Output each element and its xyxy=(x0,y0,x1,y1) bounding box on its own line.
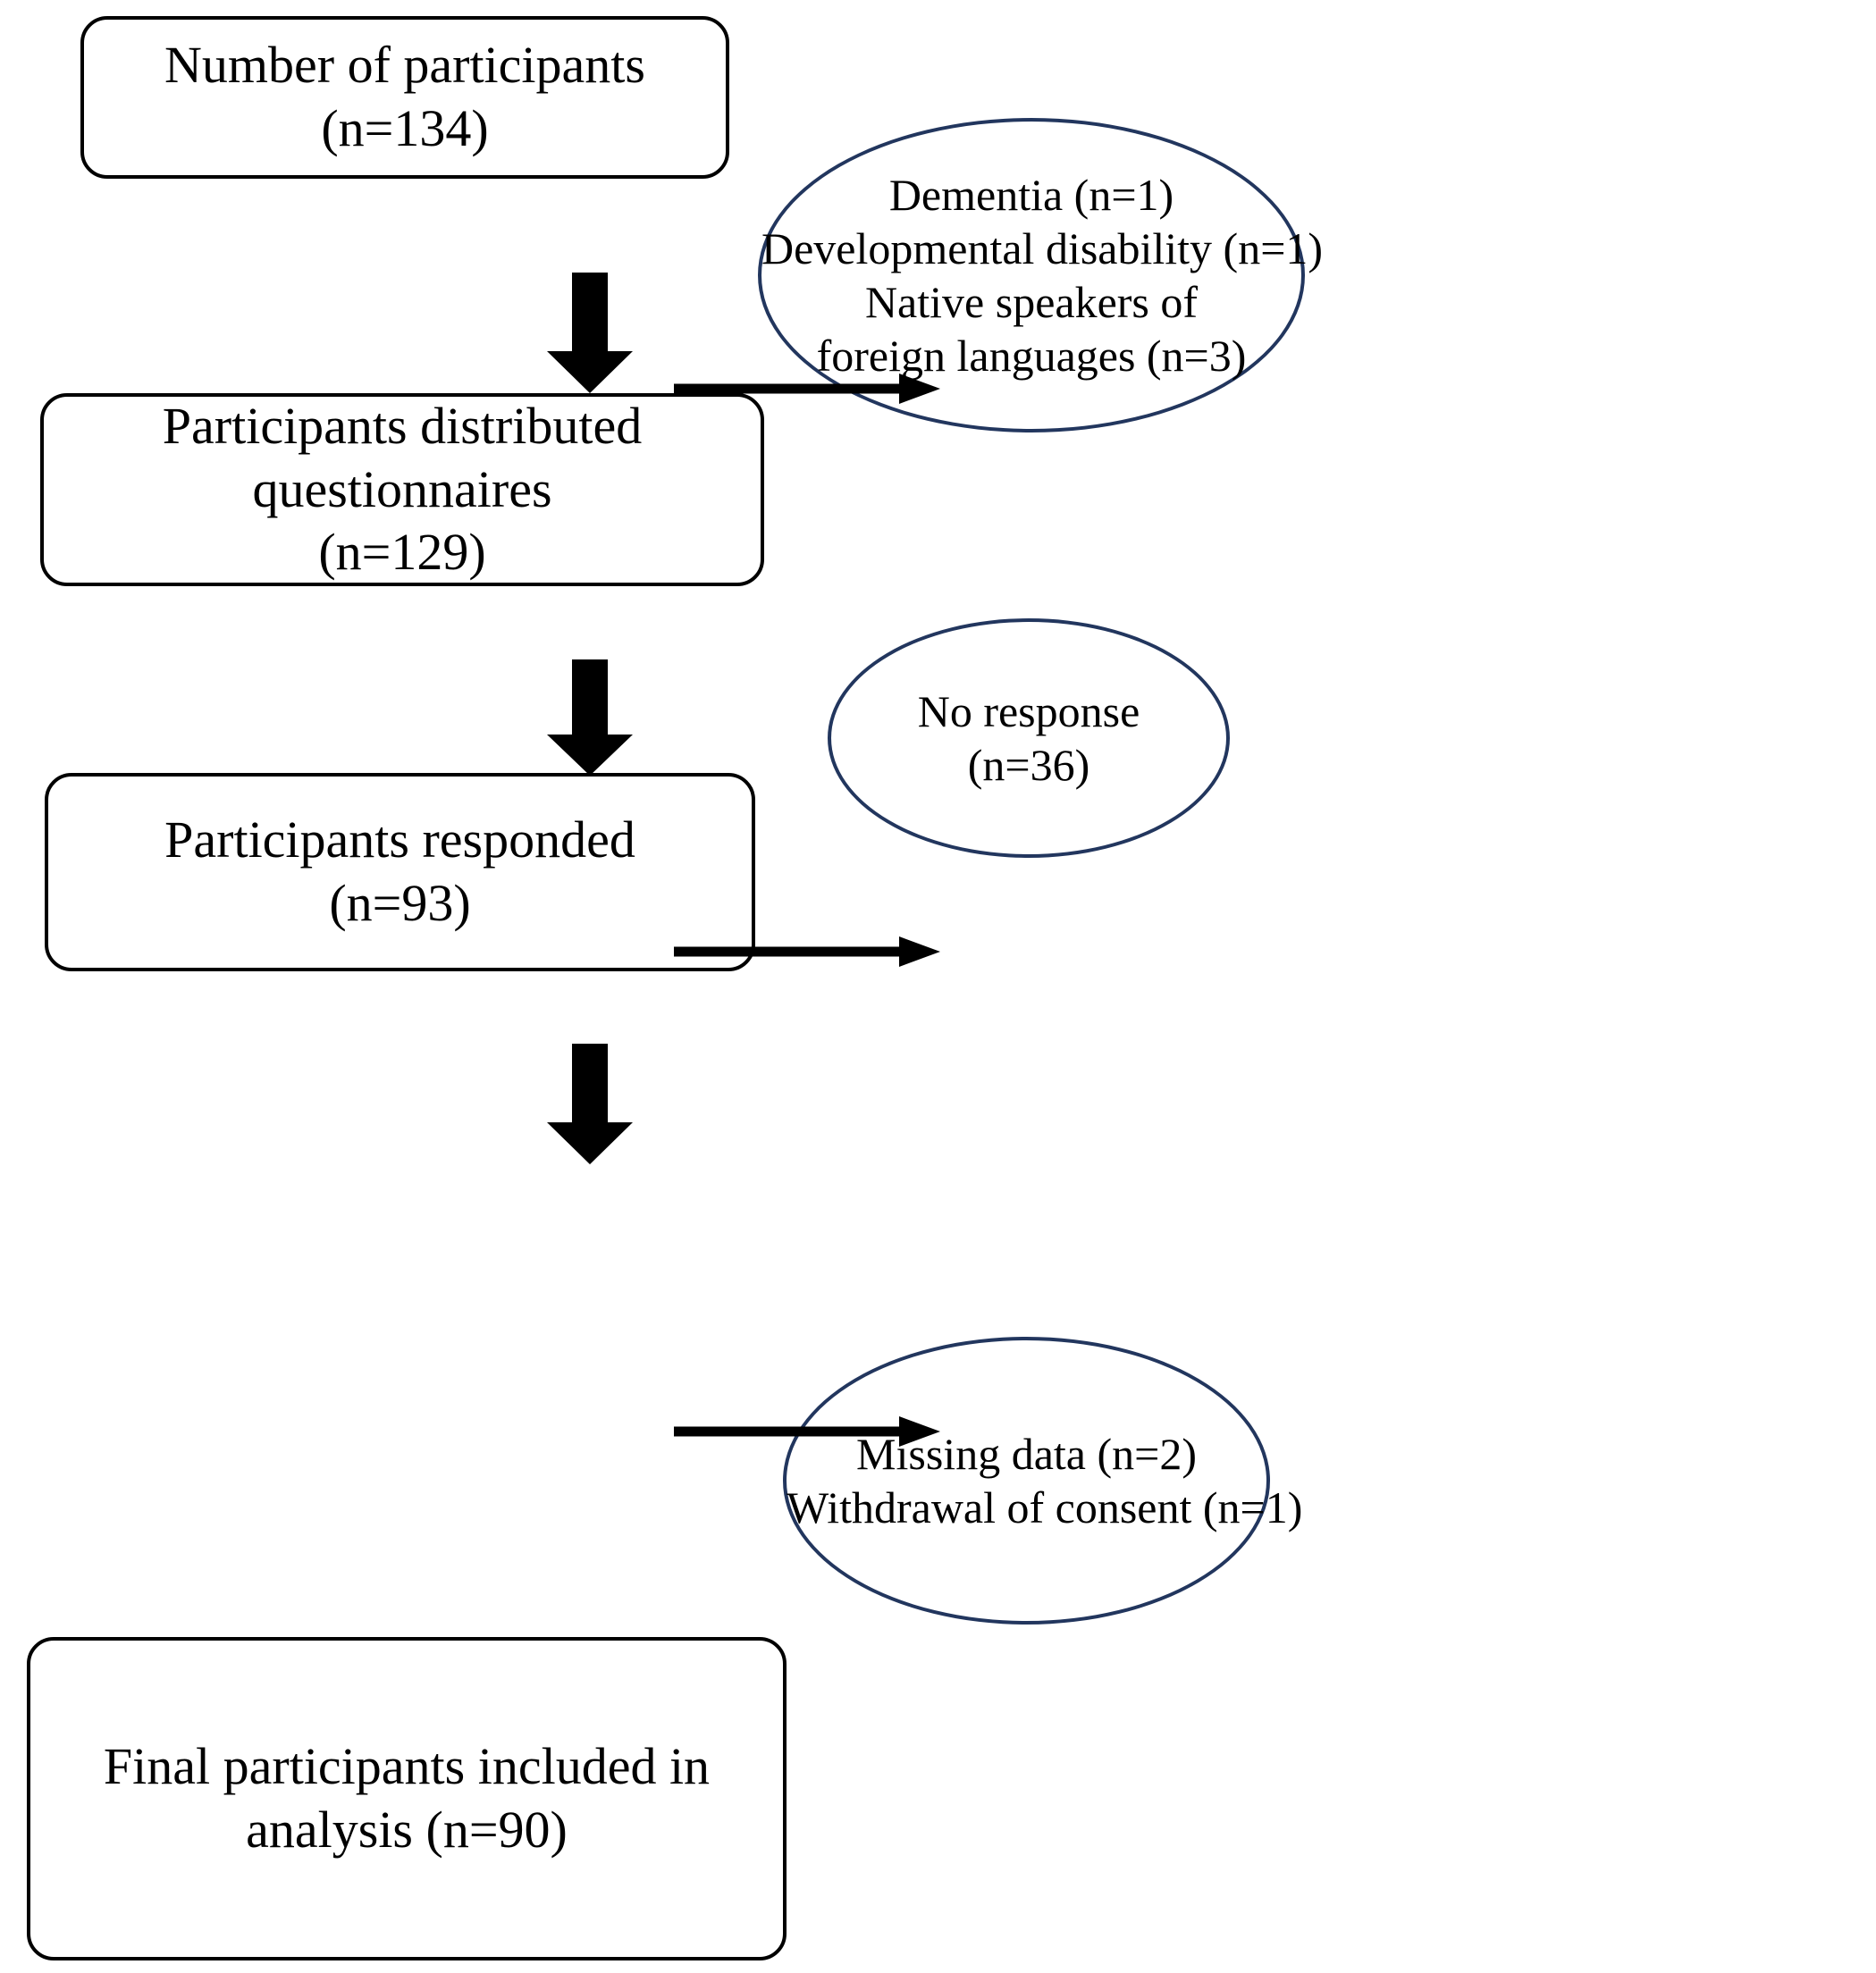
exclusion-ellipse-no-response: No response (n=36) xyxy=(828,618,1230,858)
box-line: Participants responded xyxy=(164,810,635,869)
down-arrow-icon-1 xyxy=(527,273,652,393)
ellipse-line: Native speakers of xyxy=(864,277,1199,327)
ellipse-line-count: (n=36) xyxy=(967,740,1090,790)
box-line-count: analysis (n=90) xyxy=(246,1801,568,1859)
box-line-count: (n=134) xyxy=(321,99,489,157)
box-line: questionnaires xyxy=(252,459,552,518)
process-box-final-participants-included: Final participants included in analysis … xyxy=(27,1637,787,1960)
process-box-number-of-participants: Number of participants (n=134) xyxy=(80,16,729,179)
box-text-block: Final participants included in analysis … xyxy=(46,1735,767,1862)
process-box-participants-distributed-questionnaires: Participants distributed questionnaires … xyxy=(40,393,764,586)
ellipse-line: Withdrawal of consent (n=1) xyxy=(787,1482,1303,1532)
right-arrow-icon-1 xyxy=(669,362,946,416)
box-line-count: (n=129) xyxy=(318,523,486,582)
box-text-block: Participants distributed questionnaires … xyxy=(60,395,745,584)
exclusion-ellipse-missing-data-withdrawal: Missing data (n=2) Withdrawal of consent… xyxy=(783,1337,1303,1625)
box-line-count: (n=93) xyxy=(329,874,471,932)
box-text-block: Number of participants (n=134) xyxy=(100,34,710,161)
down-arrow-icon-3 xyxy=(527,1044,652,1164)
right-arrow-icon-3 xyxy=(669,1405,946,1458)
ellipse-line: foreign languages (n=3) xyxy=(816,331,1247,381)
box-line: Participants distributed xyxy=(162,396,643,455)
box-line: Final participants included in xyxy=(103,1737,711,1796)
exclusion-ellipse-criteria: Dementia (n=1) Developmental disability … xyxy=(758,118,1324,432)
ellipse-line: Developmental disability (n=1) xyxy=(761,223,1324,273)
ellipse-line: Dementia (n=1) xyxy=(888,170,1174,220)
right-arrow-icon-2 xyxy=(669,925,946,978)
down-arrow-icon-2 xyxy=(527,659,652,776)
box-text-block: Participants responded (n=93) xyxy=(64,809,736,936)
box-line: Number of participants xyxy=(164,36,645,95)
ellipse-text-block: Dementia (n=1) Developmental disability … xyxy=(761,168,1324,382)
ellipse-text-block: No response (n=36) xyxy=(831,684,1226,792)
process-box-participants-responded: Participants responded (n=93) xyxy=(45,773,755,971)
ellipse-line: No response xyxy=(917,686,1140,736)
